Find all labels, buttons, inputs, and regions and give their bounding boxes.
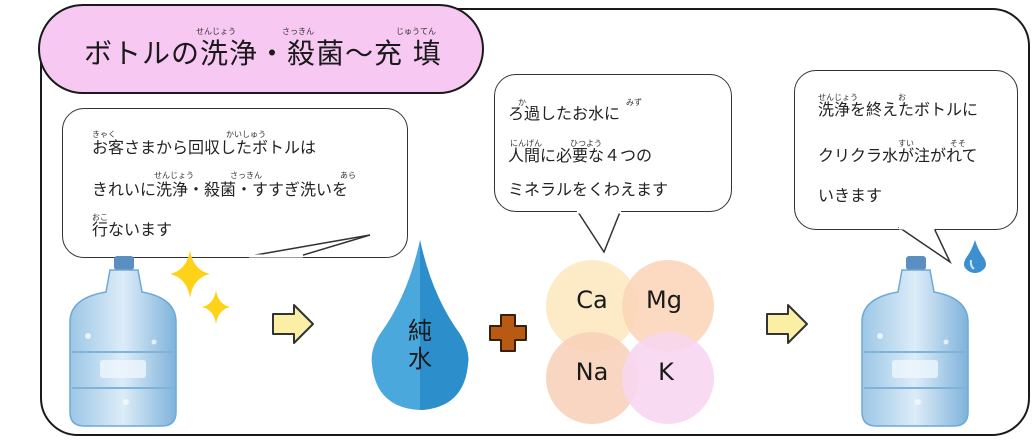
- bottle-icon: [69, 256, 177, 427]
- bubble-1-ruby-kaishuu: かいしゅう: [226, 130, 266, 139]
- bubble-1-line-2: きれいに洗浄・殺菌・すすぎ洗いを: [92, 180, 349, 199]
- arrow-right-icon: [766, 304, 808, 344]
- bubble-2-ruby-ka: か: [518, 98, 526, 107]
- bubble-1-line-1: お客さまから回収したボトルは: [92, 138, 317, 157]
- bubble-2-tail: [576, 210, 622, 254]
- water-drop-icon: [964, 240, 986, 273]
- bubble-3-tail: [897, 226, 952, 265]
- bubble-3-ruby-senjou: せんじょう: [818, 93, 858, 102]
- bubble-3-ruby-soso: そそ: [950, 139, 966, 148]
- bubble-3-line-2: クリクラ水が注がれて: [818, 146, 978, 165]
- title-ruby-senjou: せんじょう: [196, 27, 236, 36]
- bubble-1-ruby-kyaku: きゃく: [92, 130, 116, 139]
- water-drop-icon: [371, 240, 469, 410]
- bubble-1-ruby-sakkin: さっきん: [230, 171, 262, 180]
- bubble-3-line-1: 洗浄を終えたボトルに: [818, 100, 979, 119]
- bottle-icon: [861, 256, 969, 427]
- bubble-1-ruby-oko: おこ: [92, 213, 108, 222]
- bubble-2-ruby-mizu: みず: [626, 98, 642, 107]
- speech-bubble-2: [494, 74, 732, 212]
- page-title: ボトルの洗浄・殺菌～充 填: [84, 37, 442, 70]
- mineral-ca: Ca: [576, 286, 608, 314]
- bubble-2-ruby-hitsuyou: ひつよう: [570, 139, 602, 148]
- bubble-2-line-3: ミネラルをくわえます: [508, 180, 669, 199]
- sparkle-icon: [170, 250, 230, 324]
- bubble-1-tail: [249, 234, 371, 258]
- bubble-2-line-2: 人間に必要な４つの: [508, 146, 653, 165]
- mineral-mg: Mg: [646, 286, 682, 314]
- bubble-2-line-1: ろ過したお水に: [508, 104, 621, 123]
- minerals-cluster: Ca Mg Na K: [540, 258, 720, 428]
- bubble-3-ruby-o: お: [898, 93, 906, 102]
- plus-icon: [489, 314, 527, 352]
- speech-bubble-3: [794, 70, 1018, 230]
- title-banner: [38, 4, 484, 94]
- bubble-1-ruby-senjou: せんじょう: [154, 171, 194, 180]
- pure-water-char-1: 純: [408, 317, 432, 345]
- bubble-3-line-3: いきます: [818, 186, 883, 205]
- pure-water-label: 純 水: [402, 317, 438, 373]
- title-ruby-sakkin: さっきん: [282, 27, 314, 36]
- speech-bubble-1: [62, 108, 408, 258]
- bubble-1-line-3: 行ないます: [92, 220, 173, 239]
- arrow-right-icon: [272, 304, 314, 344]
- mineral-na: Na: [575, 358, 609, 386]
- mineral-k: K: [658, 358, 674, 386]
- title-ruby-juuten: じゅうてん: [396, 27, 436, 36]
- bubble-3-ruby-sui: すい: [898, 139, 914, 148]
- pure-water-char-2: 水: [408, 344, 432, 373]
- bubble-2-ruby-ningen: にんげん: [510, 139, 542, 148]
- bubble-1-ruby-ara: あら: [340, 171, 356, 180]
